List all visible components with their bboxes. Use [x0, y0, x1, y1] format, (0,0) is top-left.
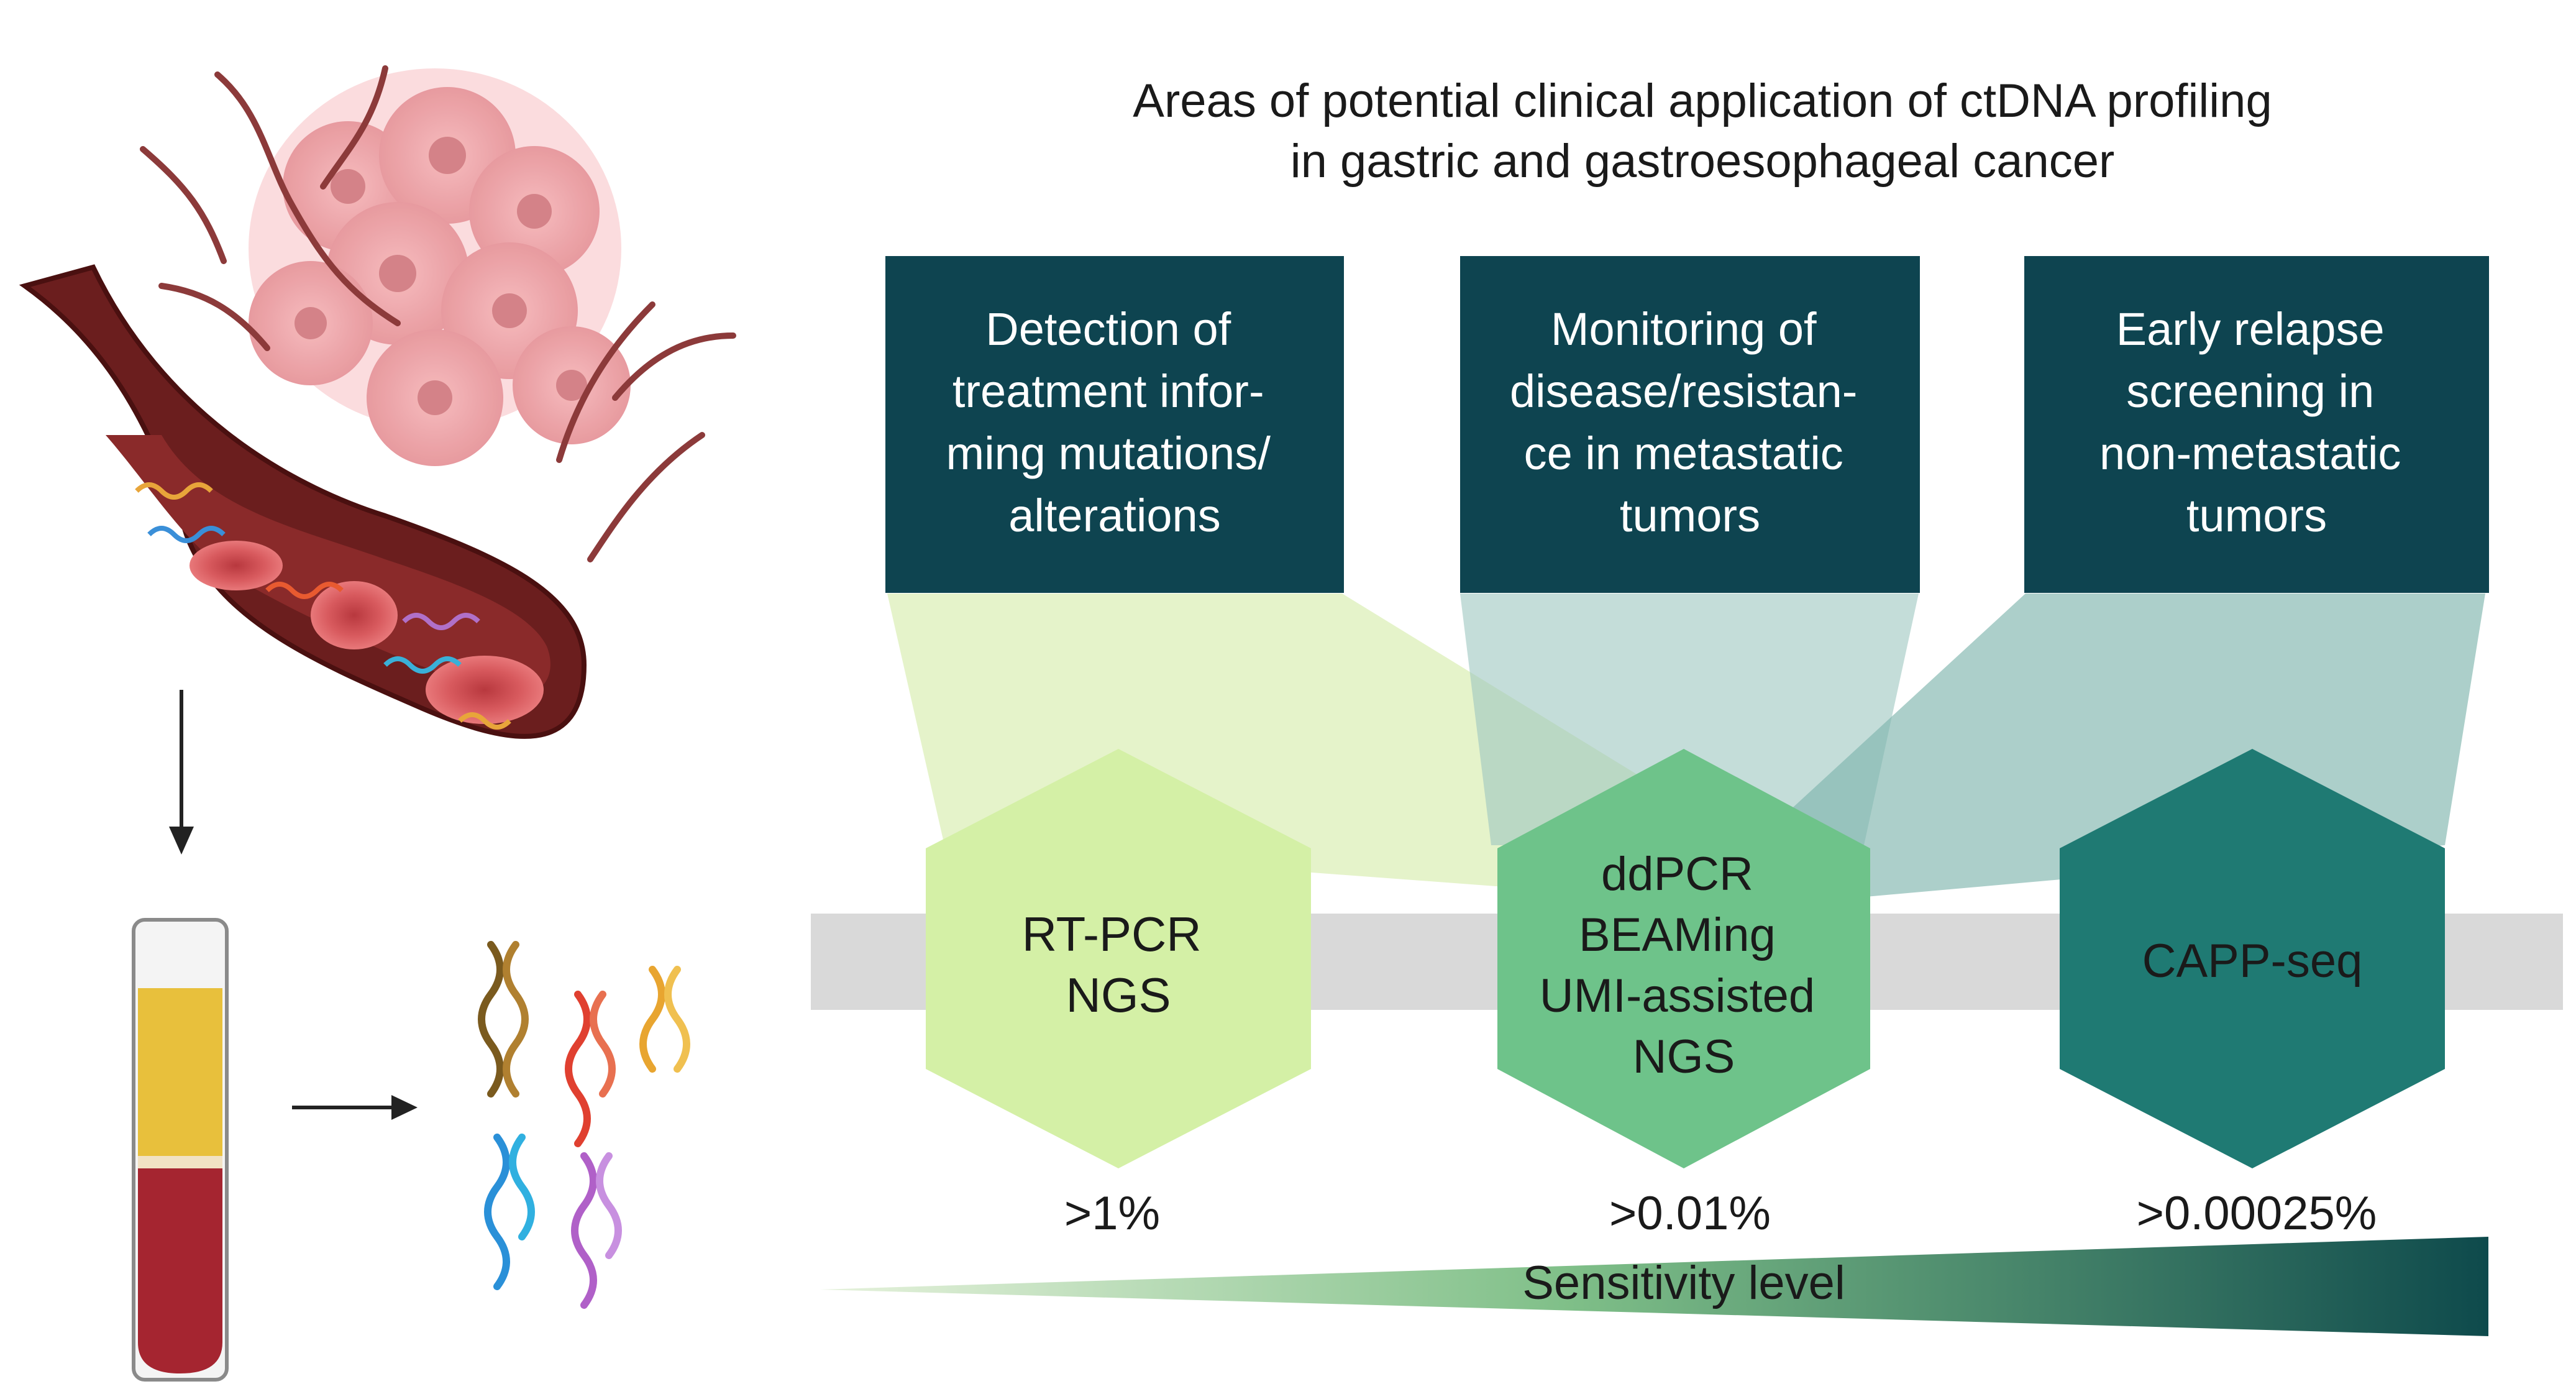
hex-2-line-1: ddPCR	[1601, 848, 1753, 901]
ctdna-fragments	[478, 941, 690, 1309]
svg-text:Monitoring of disease/re: Monitoring of disease/resistan- ce in me…	[1510, 303, 1870, 541]
svg-text:RT-PCR NGS: RT-PCR NGS	[1022, 907, 1215, 1022]
method-hexagon-cappseq: CAPP-seq	[2060, 749, 2445, 1168]
app-box-2-line-4: tumors	[1620, 490, 1760, 541]
method-hexagon-rtpcr: RT-PCR NGS	[926, 749, 1311, 1168]
sensitivity-gradient	[820, 1237, 2488, 1336]
app-box-1-line-3: ming mutations/	[946, 428, 1271, 479]
svg-text:ddPCR BEAMing UMI-: ddPCR BEAMing UMI-assisted NGS	[1540, 848, 1829, 1083]
sensitivity-label: Sensitivity level	[1522, 1257, 1845, 1309]
down-arrow-icon	[169, 690, 194, 855]
hex-2-line-3: UMI-assisted	[1540, 970, 1815, 1022]
app-box-1-line-4: alterations	[1008, 490, 1220, 541]
app-box-2-line-3: ce in metastatic	[1524, 428, 1843, 479]
tumor-cells	[249, 68, 631, 466]
hex-2-line-2: BEAMing	[1579, 909, 1776, 961]
blood-tube	[132, 918, 229, 1382]
hex-1-line-1: RT-PCR	[1022, 907, 1202, 961]
app-box-1-line-1: Detection of	[985, 303, 1231, 355]
hex-3-line-1: CAPP-seq	[2142, 935, 2363, 988]
app-box-3-line-3: non-metastatic	[2099, 428, 2401, 479]
app-box-1-line-2: treatment infor-	[952, 365, 1264, 417]
application-box-detection: Detection of treatment infor- ming mutat…	[885, 256, 1344, 593]
capillaries	[140, 65, 736, 562]
tumor-illustration	[19, 65, 736, 1382]
app-box-2-line-2: disease/resistan-	[1510, 365, 1857, 417]
app-box-3-line-2: screening in	[2126, 365, 2374, 417]
title-line-2: in gastric and gastroesophageal cancer	[1290, 135, 2115, 188]
method-hexagon-ddpcr: ddPCR BEAMing UMI-assisted NGS	[1497, 749, 1870, 1168]
blood-vessel	[19, 264, 587, 739]
svg-text:Early relapse screening: Early relapse screening in non-metastati…	[2099, 303, 2414, 541]
right-arrow-icon	[292, 1095, 418, 1120]
app-box-3-line-1: Early relapse	[2116, 303, 2385, 355]
svg-text:Detection of treatment i: Detection of treatment infor- ming mutat…	[946, 303, 1284, 541]
hex-1-line-2: NGS	[1066, 968, 1171, 1022]
application-box-monitoring: Monitoring of disease/resistan- ce in me…	[1460, 256, 1920, 593]
title-line-1: Areas of potential clinical application …	[1133, 75, 2272, 127]
figure-title: Areas of potential clinical application …	[1133, 75, 2272, 188]
funnel-monitoring	[1460, 594, 1919, 845]
threshold-ddpcr: >0.01%	[1609, 1187, 1771, 1240]
app-box-2-line-1: Monitoring of	[1551, 303, 1817, 355]
threshold-cappseq: >0.00025%	[2137, 1187, 2377, 1240]
hex-2-line-4: NGS	[1633, 1030, 1735, 1083]
threshold-rtpcr: >1%	[1064, 1187, 1160, 1240]
application-box-relapse: Early relapse screening in non-metastati…	[2024, 256, 2489, 593]
app-box-3-line-4: tumors	[2186, 490, 2327, 541]
